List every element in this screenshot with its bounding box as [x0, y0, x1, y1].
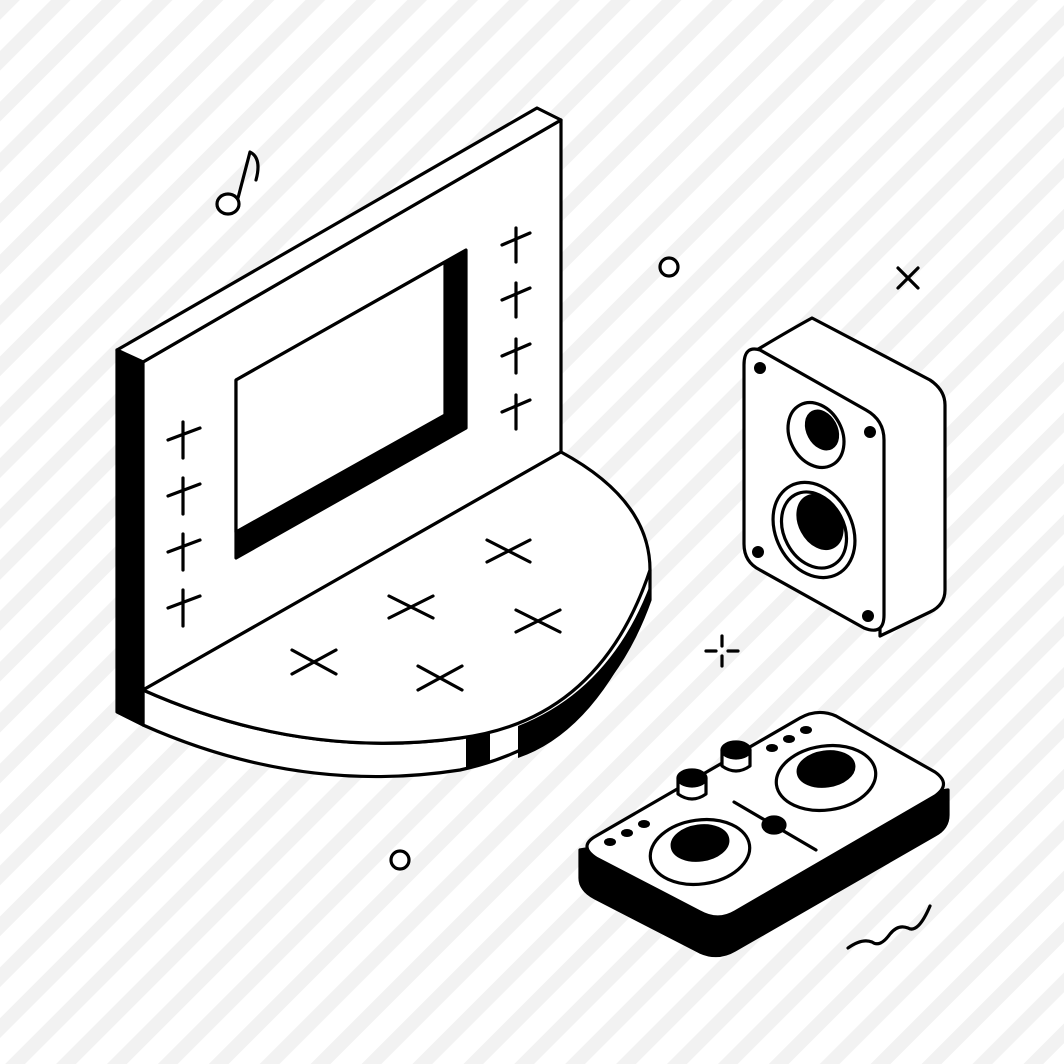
panel-top-edge	[115, 106, 563, 364]
sparkle-icon	[896, 266, 920, 290]
side-buttons-right	[500, 226, 532, 431]
small-circle-icon-2	[389, 849, 411, 871]
speaker-side	[748, 316, 947, 638]
screw-bottom-left	[752, 546, 764, 558]
crossfader-knob	[761, 815, 787, 835]
tweeter-cone	[804, 409, 840, 451]
indicator-dots-right	[766, 726, 812, 752]
woofer-cone	[796, 493, 844, 551]
music-note-icon	[215, 150, 260, 216]
jog-wheel-left-cap	[670, 824, 730, 862]
desk-rim-dark-left	[466, 732, 490, 768]
screen-display	[234, 260, 447, 534]
jog-wheel-right-cap	[796, 750, 856, 788]
speaker	[742, 316, 947, 638]
small-circle-icon	[658, 256, 680, 278]
knob-left	[676, 768, 708, 801]
panel-left-edge	[115, 348, 145, 727]
knob-right	[720, 740, 752, 773]
squiggle-icon	[846, 904, 932, 950]
desk-cross-marks	[290, 538, 562, 692]
desk-rim-dark-right	[518, 585, 650, 758]
dj-controller	[578, 710, 950, 958]
desk-top	[141, 450, 652, 745]
touchscreen-kiosk	[115, 106, 652, 779]
indicator-dots-left	[604, 820, 650, 846]
screw-bottom-right	[862, 610, 874, 622]
side-buttons-left	[166, 420, 202, 628]
sparkle-plus-icon	[704, 634, 740, 668]
screw-top-right	[864, 426, 876, 438]
screw-top-left	[754, 362, 766, 374]
